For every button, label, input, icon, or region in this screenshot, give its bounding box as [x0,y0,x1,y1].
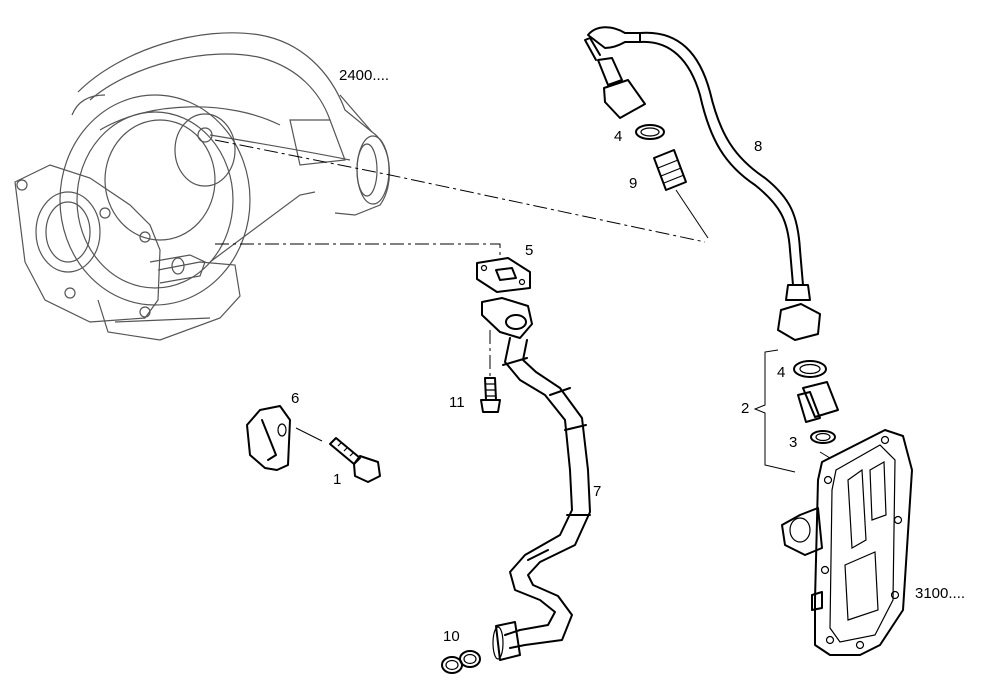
callout-union-kit: 2 [741,400,749,417]
callout-feed-pipe: 8 [754,138,762,155]
callout-washers: 10 [443,628,460,645]
washers [441,650,481,674]
cover-plate [781,429,913,656]
alignment-lines [214,139,831,459]
callout-return-pipe: 7 [593,483,601,500]
union-fitting [653,149,709,239]
union-kit [753,349,839,473]
bolt [329,437,381,483]
callout-union-fitting: 9 [629,175,637,192]
callout-clamp: 6 [291,390,299,407]
gasket [476,257,531,293]
callout-bolt: 1 [333,471,341,488]
callout-plate-ref: 3100.... [915,585,965,602]
callout-gasket: 5 [525,242,533,259]
feed-pipe [584,26,821,341]
screw [480,377,501,413]
o-ring-upper [635,124,665,140]
callout-o-ring-lower: 3 [789,434,797,451]
callout-o-ring-kit: 4 [777,364,785,381]
clamp [246,405,323,471]
callout-turbo-ref: 2400.... [339,67,389,84]
callout-labels: 2400.... 3100.... 1 2 3 4 4 5 6 7 8 9 10… [291,67,965,645]
return-pipe [481,297,591,661]
turbocharger-assembly [14,32,391,341]
callout-screw: 11 [449,394,465,411]
callout-o-ring-upper: 4 [614,128,622,145]
